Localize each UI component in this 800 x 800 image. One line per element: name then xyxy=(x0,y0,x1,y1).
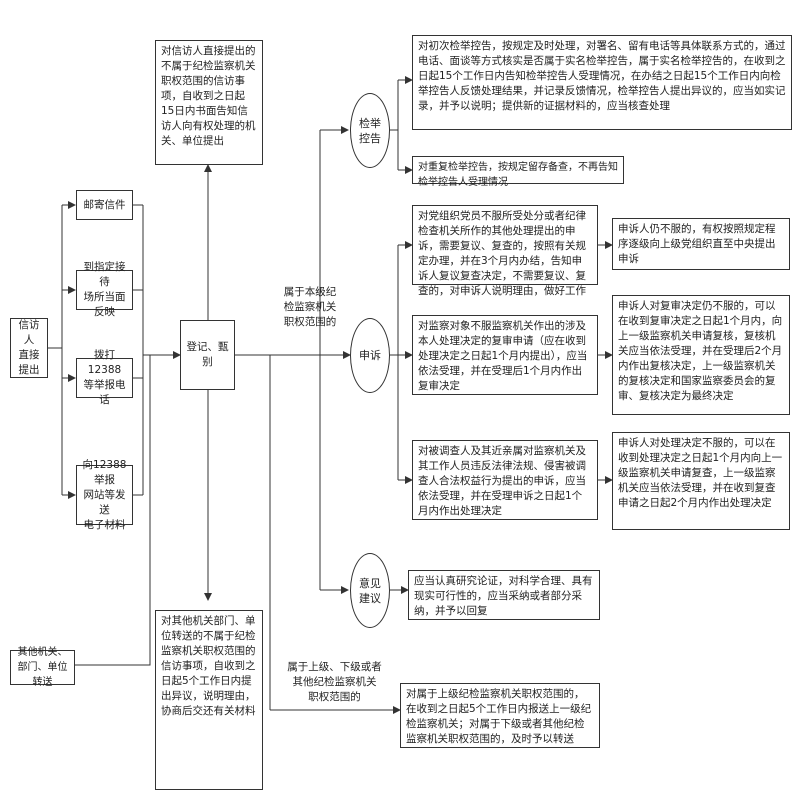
register-node: 登记、甄别 xyxy=(180,320,235,390)
appeal-party-result: 申诉人仍不服的，有权按照规定程序逐级向上级党组织直至中央提出申诉 xyxy=(612,218,790,270)
appeal-supervision-result: 申诉人对复审决定仍不服的，可以在收到复审决定之日起1个月内，向上一级监察机关申请… xyxy=(612,295,790,415)
petitioner-node: 信访人 直接提出 xyxy=(10,318,48,378)
report-real-box: 对初次检举控告，按规定及时处理，对署名、留有电话等具体联系方式的，通过电话、面谈… xyxy=(412,35,792,130)
opinion-box: 应当认真研究论证，对科学合理、具有现实可行性的，应当采纳或者部分采纳，并予以回复 xyxy=(408,570,600,620)
other-agencies-node: 其他机关、 部门、单位转送 xyxy=(10,647,75,688)
channel-mail: 邮寄信件 xyxy=(76,190,133,220)
this-level-label: 属于本级纪 检监察机关 职权范围的 xyxy=(283,286,337,328)
appeal-party-box: 对党组织党员不服所受处分或者纪律检查机关所作的其他处理提出的申诉，需要复议、复查… xyxy=(412,205,598,297)
channel-online: 向12388举报 网站等发送 电子材料 xyxy=(76,459,133,531)
top-note-box: 对信访人直接提出的不属于纪检监察机关职权范围的信访事项，自收到之日起15日内书面… xyxy=(155,40,263,165)
report-circle: 检举 控告 xyxy=(350,93,390,168)
channel-phone: 拨打12388 等举报电话 xyxy=(76,349,133,406)
appeal-investigation-result: 申诉人对处理决定不服的，可以在收到处理决定之日起1个月内向上一级监察机关申请复查… xyxy=(612,432,790,530)
appeal-investigation-box: 对被调查人及其近亲属对监察机关及其工作人员违反法律法规、侵害被调查人合法权益行为… xyxy=(412,440,598,520)
higher-lower-box: 对属于上级纪检监察机关职权范围的，在收到之日起5个工作日内报送上一级纪检监察机关… xyxy=(400,683,600,748)
appeal-circle: 申诉 xyxy=(350,318,390,393)
opinion-circle: 意见 建议 xyxy=(350,553,390,628)
other-level-label: 属于上级、下级或者 其他纪检监察机关 职权范围的 xyxy=(287,661,382,703)
report-repeat-box: 对重复检举控告，按规定留存备查，不再告知检举控告人受理情况 xyxy=(412,156,624,188)
appeal-supervision-box: 对监察对象不服监察机关作出的涉及本人处理决定的复审申请（应在收到处理决定之日起1… xyxy=(412,315,598,395)
bottom-note-box: 对其他机关部门、单位转送的不属于纪检监察机关职权范围的信访事项，自收到之日起5个… xyxy=(155,610,263,790)
channel-visit: 到指定接待 场所当面反映 xyxy=(76,261,133,318)
